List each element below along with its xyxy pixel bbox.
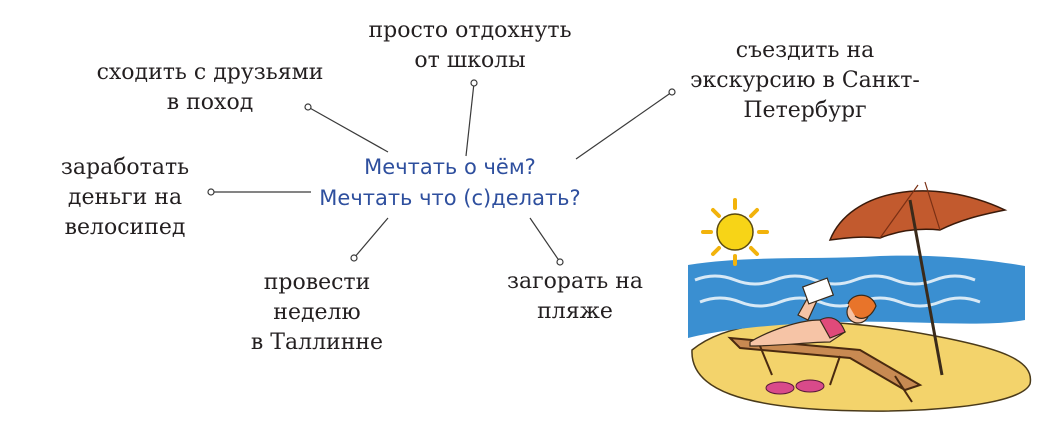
node-line: в Таллинне	[250, 330, 384, 355]
node-line: Петербург	[743, 98, 867, 123]
central-question-line-1: Мечтать о чём?	[364, 155, 536, 179]
connector-bottom-left	[353, 217, 389, 259]
sun-icon	[701, 198, 769, 266]
node-rest-from-school: просто отдохнуть от школы	[350, 16, 590, 76]
node-line: просто отдохнуть	[368, 18, 572, 43]
node-earn-money-bike: заработать деньги на велосипед	[40, 153, 210, 243]
connector-top	[465, 82, 475, 157]
node-line: загорать на	[506, 269, 643, 294]
connector-top-right-dot	[668, 88, 676, 96]
central-question: Мечтать о чём? Мечтать что (с)делать?	[300, 152, 600, 214]
node-line: деньги на	[67, 185, 183, 210]
node-line: экскурсию в Санкт-	[690, 68, 920, 93]
node-line: заработать	[60, 155, 190, 180]
node-week-in-tallinn: провести неделю в Таллинне	[232, 268, 402, 358]
node-line: провести	[263, 270, 371, 295]
flip-flops-icon	[765, 379, 825, 395]
beach-umbrella-icon	[828, 181, 1008, 376]
connector-bottom-right-dot	[556, 258, 564, 266]
connector-top-right	[575, 91, 673, 160]
connector-top-dot	[470, 79, 478, 87]
node-line: сходить с друзьями	[96, 60, 324, 85]
node-line: неделю	[273, 300, 361, 325]
sand	[691, 321, 1032, 412]
beach-illustration	[688, 181, 1032, 412]
central-question-line-2: Мечтать что (с)делать?	[319, 186, 581, 210]
sea-waves	[694, 274, 981, 308]
node-line: съездить на	[735, 38, 875, 63]
connector-left-dot	[207, 188, 215, 196]
connector-top-left	[307, 106, 389, 153]
connector-top-left-dot	[304, 103, 312, 111]
deck-chair-icon	[727, 336, 923, 403]
node-sunbathe-beach: загорать на пляже	[490, 267, 660, 327]
node-line: от школы	[414, 48, 526, 73]
node-line: велосипед	[64, 215, 186, 240]
node-excursion-spb: съездить на экскурсию в Санкт- Петербург	[680, 36, 930, 126]
node-line: пляже	[537, 299, 613, 324]
connector-bottom-left-dot	[350, 254, 358, 262]
connector-bottom-right	[529, 217, 561, 263]
sunbathing-girl-icon	[749, 277, 877, 347]
node-line: в поход	[166, 90, 254, 115]
node-hike-with-friends: сходить с друзьями в поход	[80, 58, 340, 118]
